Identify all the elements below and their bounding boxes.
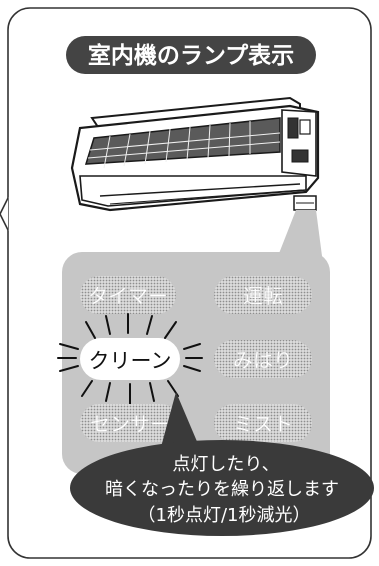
zoom-wedge <box>278 210 322 256</box>
lamp-mist: ミスト <box>214 404 312 442</box>
callout-line-2: 暗くなったりを繰り返します <box>105 479 339 500</box>
callout-line-1: 点灯したり、 <box>172 454 279 475</box>
lamp-clean-blinking: クリーン <box>57 313 203 405</box>
blink-rays <box>57 313 203 405</box>
lamp-sensor: センサー <box>80 404 180 442</box>
frame-pointer <box>0 197 9 231</box>
svg-text:運転: 運転 <box>243 284 283 308</box>
lamp-run: 運転 <box>214 276 312 314</box>
svg-text:ミスト: ミスト <box>233 412 293 436</box>
svg-text:クリーン: クリーン <box>89 349 172 373</box>
page-title: 室内機のランプ表示 <box>88 42 294 69</box>
svg-text:タイマー: タイマー <box>88 284 168 308</box>
lamp-watch: みはり <box>214 340 312 378</box>
svg-text:センサー: センサー <box>90 412 170 436</box>
lamp-timer: タイマー <box>80 276 176 314</box>
callout-bubble <box>70 440 374 536</box>
indoor-unit-illustration <box>70 96 320 212</box>
title-badge <box>66 36 316 74</box>
callout-line-3: （1秒点灯/1秒減光） <box>138 505 311 526</box>
svg-text:みはり: みはり <box>233 348 293 372</box>
